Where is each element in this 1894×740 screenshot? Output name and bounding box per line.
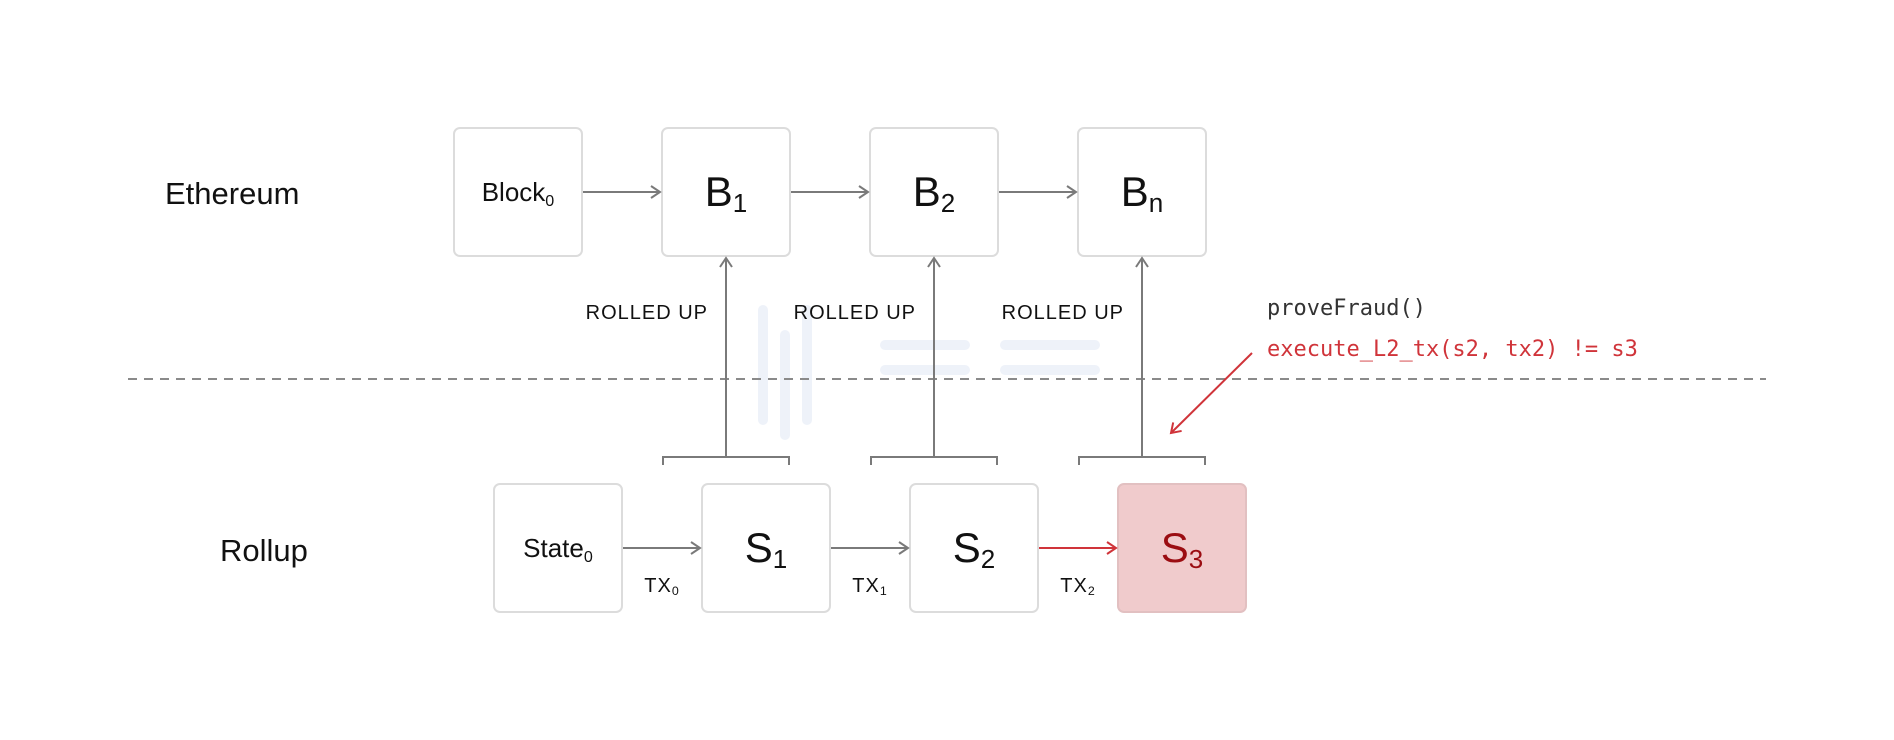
rollup-state-0: State0 bbox=[493, 483, 623, 613]
rolled-up-label: ROLLED UP bbox=[794, 302, 916, 324]
svg-text:State0: State0 bbox=[523, 533, 593, 566]
rollup-state-3-fraudulent: S3 bbox=[1117, 483, 1247, 613]
svg-text:Block0: Block0 bbox=[482, 177, 555, 210]
ethereum-label: Ethereum bbox=[165, 176, 299, 211]
svg-text:S2: S2 bbox=[953, 524, 996, 574]
ethereum-block-0: Block0 bbox=[453, 127, 583, 257]
rollup-bracket bbox=[870, 456, 998, 465]
svg-text:B1: B1 bbox=[705, 168, 748, 218]
rollup-bracket bbox=[1078, 456, 1206, 465]
rolled-up-label: ROLLED UP bbox=[1002, 302, 1124, 324]
ethereum-block-2: B2 bbox=[869, 127, 999, 257]
prove-fraud-call: proveFraud() bbox=[1267, 296, 1426, 321]
tx-2-label: TX2 bbox=[1060, 575, 1095, 598]
rollup-bracket bbox=[662, 456, 790, 465]
watermark-logo bbox=[758, 305, 1100, 440]
ethereum-block-1: B1 bbox=[661, 127, 791, 257]
tx-0-label: TX0 bbox=[644, 575, 679, 598]
svg-text:B2: B2 bbox=[913, 168, 956, 218]
rollup-state-1: S1 bbox=[701, 483, 831, 613]
svg-text:S1: S1 bbox=[745, 524, 788, 574]
tx-1-label: TX1 bbox=[852, 575, 887, 598]
svg-text:Bn: Bn bbox=[1121, 168, 1164, 218]
svg-text:S3: S3 bbox=[1161, 524, 1204, 574]
ethereum-block-n: Bn bbox=[1077, 127, 1207, 257]
rollup-state-2: S2 bbox=[909, 483, 1039, 613]
fraud-pointer-arrow bbox=[1169, 352, 1253, 435]
rollup-layer-label: Rollup bbox=[220, 533, 308, 568]
rolled-up-label: ROLLED UP bbox=[586, 302, 708, 324]
fraud-check-expression: execute_L2_tx(s2, tx2) != s3 bbox=[1267, 337, 1638, 362]
